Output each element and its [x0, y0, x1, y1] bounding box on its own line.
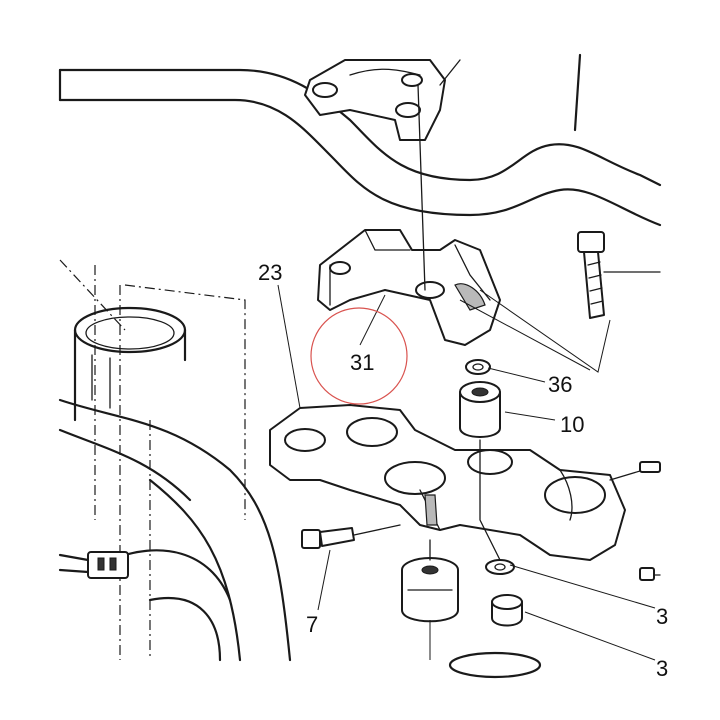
- callout-10: 10: [560, 412, 584, 437]
- wire-connector: [58, 551, 129, 579]
- callout-31: 31: [350, 350, 374, 375]
- leader-lines: [277, 284, 656, 661]
- highlight-circle: [310, 307, 408, 405]
- callout-23: 23: [258, 260, 282, 285]
- handlebar-clamp-upper: [304, 59, 461, 141]
- spacer-10: [459, 381, 501, 438]
- triple-clamp-23: [269, 404, 661, 561]
- handlebar-riser-lower: [317, 84, 501, 346]
- bolt-7: [301, 524, 401, 549]
- stem-nut: [401, 539, 542, 679]
- washer-nut-right: [485, 461, 661, 627]
- fork-tube-left: [58, 259, 292, 662]
- callout-7: 7: [306, 612, 318, 637]
- washer-36: [465, 359, 491, 375]
- callout-36: 36: [548, 372, 572, 397]
- callout-3-upper: 3: [656, 604, 668, 629]
- callout-3-lower: 3: [656, 656, 668, 681]
- bolt-top-right: [577, 231, 661, 319]
